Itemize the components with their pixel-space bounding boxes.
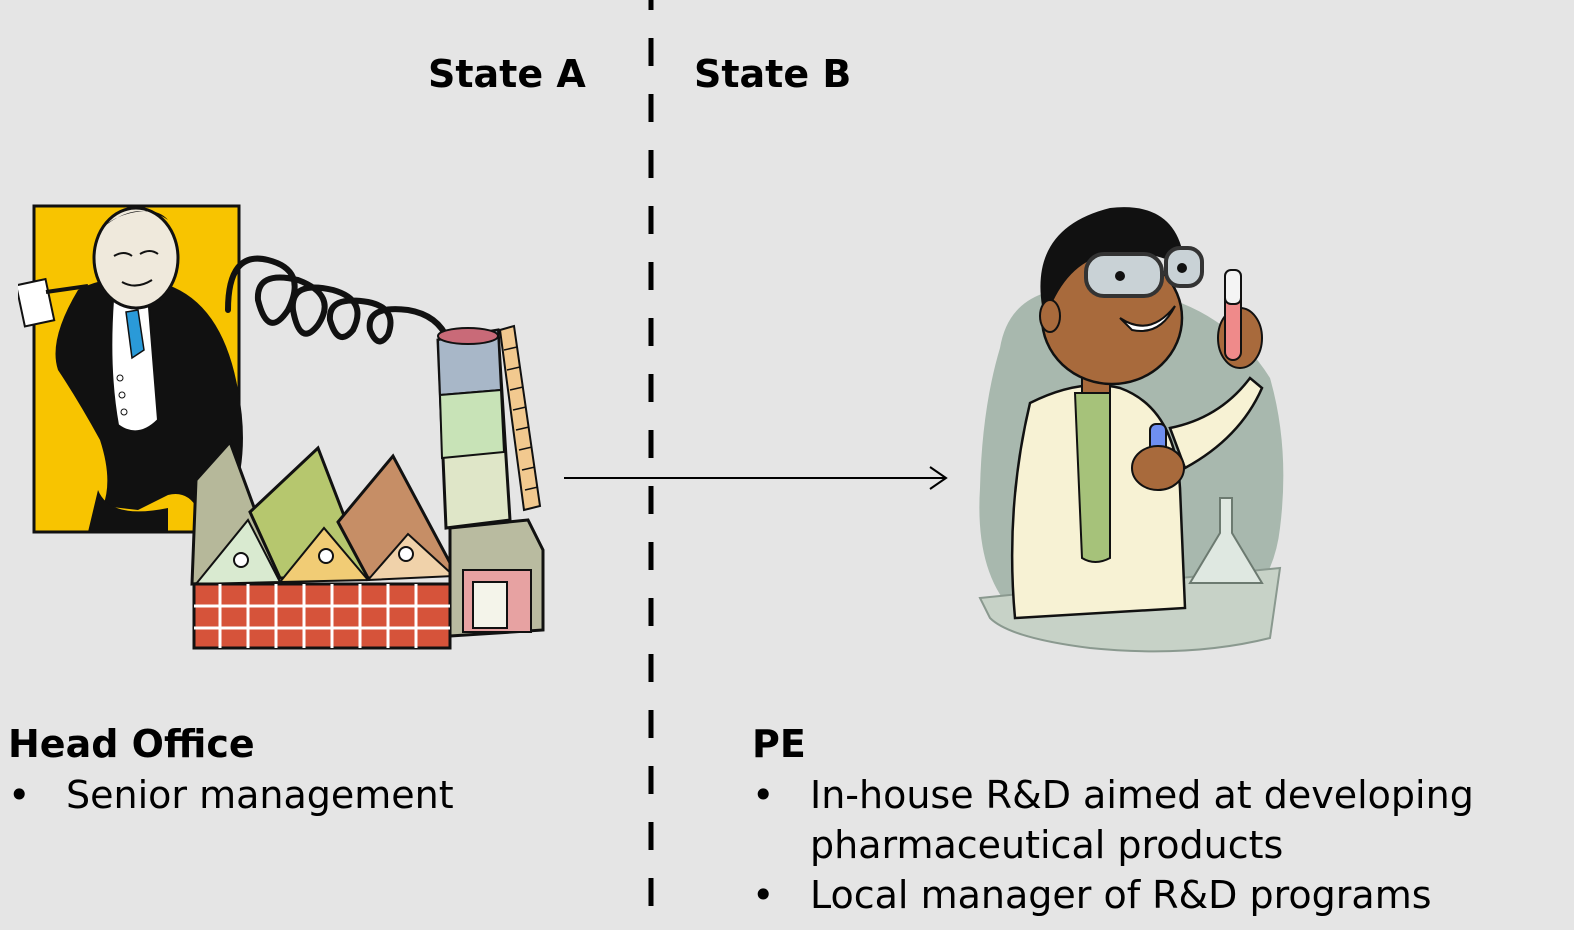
executive-and-factory-illustration bbox=[18, 204, 545, 650]
pe-bullet-item: In-house R&D aimed at developing pharmac… bbox=[752, 770, 1562, 870]
pe-title: PE bbox=[752, 722, 806, 766]
arrow-right-icon bbox=[564, 466, 948, 490]
head-office-bullets: Senior management bbox=[8, 770, 608, 820]
state-border-divider bbox=[648, 0, 654, 930]
scientist-illustration bbox=[978, 207, 1284, 653]
head-office-bullet-item: Senior management bbox=[8, 770, 608, 820]
pe-bullet-item: Local manager of R&D programs bbox=[752, 870, 1562, 920]
pe-bullets: In-house R&D aimed at developing pharmac… bbox=[752, 770, 1562, 920]
state-b-label: State B bbox=[694, 52, 852, 96]
head-office-title: Head Office bbox=[8, 722, 255, 766]
state-a-label: State A bbox=[428, 52, 586, 96]
